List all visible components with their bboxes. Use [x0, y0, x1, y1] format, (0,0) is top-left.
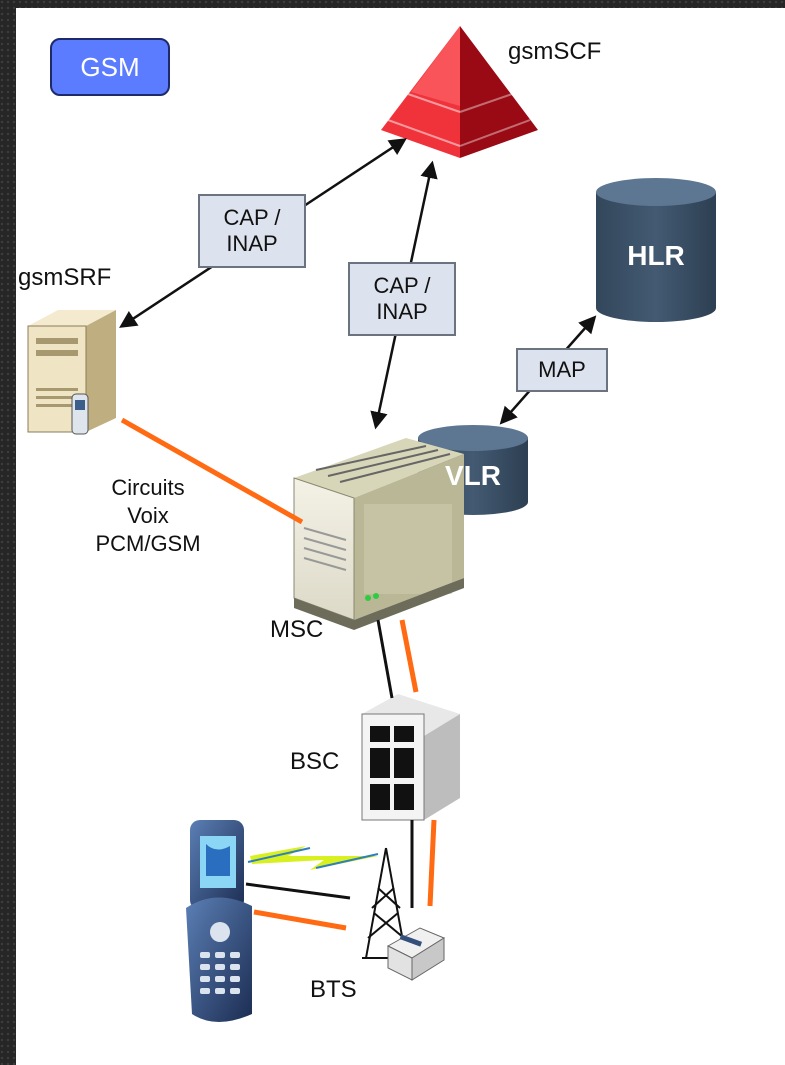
circuits-line-1: Circuits [111, 475, 185, 500]
gsm-title-badge: GSM [50, 38, 170, 96]
msc-bsc-signal-line [376, 619, 394, 699]
msc-switch-icon [293, 438, 464, 630]
hlr-database-icon [596, 178, 716, 322]
voice-circuits-label: Circuits Voix PCM/GSM [78, 474, 218, 558]
srf-msc-voice-line [120, 417, 304, 525]
bts-unit-icon [386, 927, 446, 981]
bsc-bts-voice-line [427, 819, 437, 907]
bsc-cabinet-icon [361, 694, 460, 821]
gsmsrf-label: gsmSRF [18, 264, 112, 291]
srf-scf-protocol-box: CAP / INAP [198, 194, 306, 268]
vlr-label: VLR [445, 460, 501, 491]
bts-label: BTS [310, 976, 357, 1003]
gsmscf-pyramid-icon [381, 26, 538, 158]
diagram-canvas: GSM gsmSCF gsmSRF MSC BSC BTS HLR VLR CA… [16, 8, 785, 1065]
mobile-phone-icon [186, 820, 252, 1022]
msc-scf-protocol-box: CAP / INAP [348, 262, 456, 336]
gsmscf-label: gsmSCF [508, 38, 602, 65]
circuits-line-3: PCM/GSM [95, 531, 201, 556]
radio-link-icon [247, 846, 379, 870]
bsc-label: BSC [290, 748, 340, 775]
diagram-graphics [27, 26, 716, 1022]
vlr-hlr-protocol-box: MAP [516, 348, 608, 392]
protocol-line-2: INAP [226, 231, 278, 256]
msc-bsc-voice-line [399, 619, 419, 693]
phone-bts-voice-line [253, 909, 347, 931]
hlr-label: HLR [627, 240, 685, 271]
circuits-line-2: Voix [127, 503, 169, 528]
gsmsrf-server-icon [27, 310, 116, 435]
phone-bts-signal-line [245, 882, 351, 900]
protocol-line-2: INAP [376, 299, 428, 324]
protocol-line-1: CAP / [373, 273, 431, 298]
msc-label: MSC [270, 616, 324, 643]
protocol-line-1: CAP / [223, 205, 281, 230]
